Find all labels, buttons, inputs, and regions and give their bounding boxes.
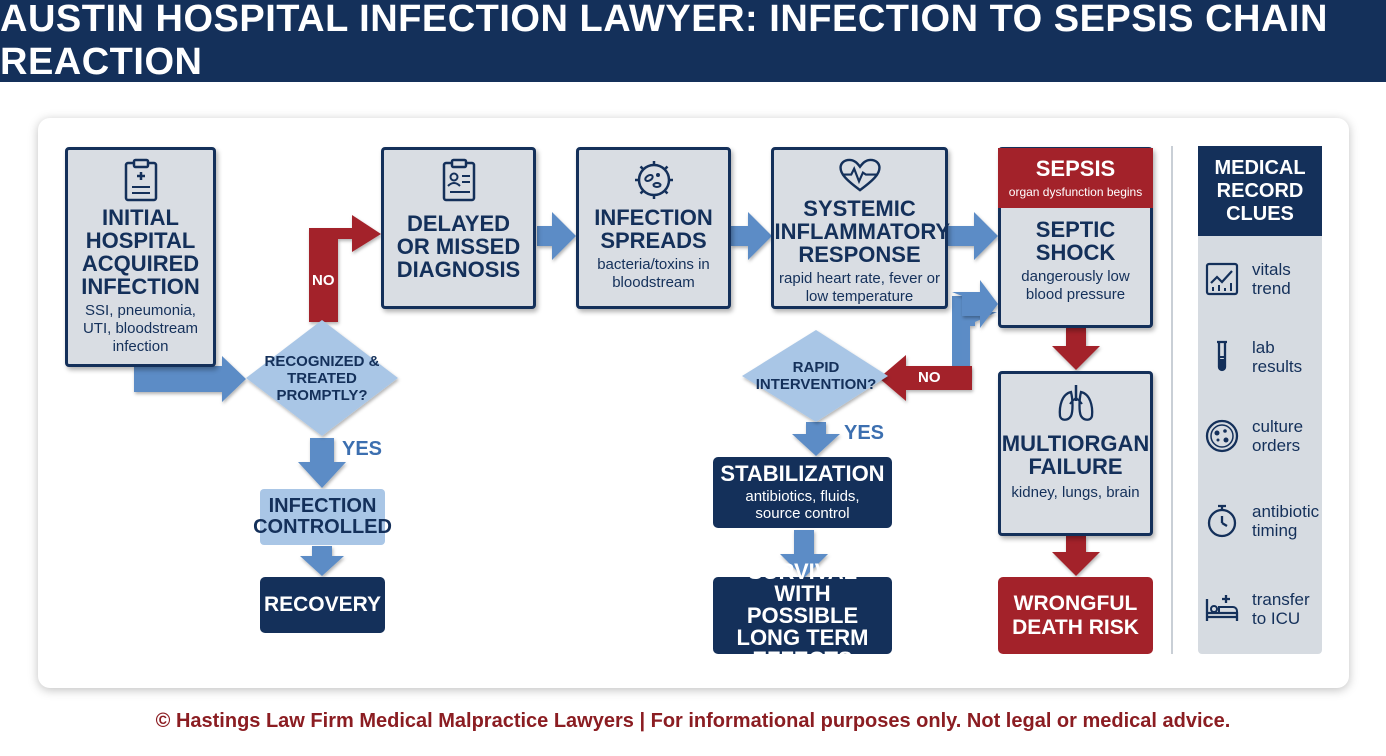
node-multiorgan-failure: MULTIORGAN FAILURE kidney, lungs, brain (998, 371, 1153, 536)
clue-culture-orders: culture orders (1204, 417, 1322, 455)
arrow-no-to-delayed (309, 215, 381, 322)
delayed-diagnosis-title: DELAYED OR MISSED DIAGNOSIS (396, 211, 521, 282)
decision-diamond-rapid (742, 330, 888, 422)
sirs-sub: rapid heart rate, fever or low temperatu… (779, 270, 940, 305)
arrow-stabilization-to-survival (780, 530, 828, 578)
clue-lab-results: lab results (1204, 338, 1322, 376)
medical-record-clues: MEDICAL RECORD CLUES vitals trend lab re… (1198, 146, 1322, 654)
arrow-initial-to-recognized (134, 356, 246, 402)
node-delayed-diagnosis: DELAYED OR MISSED DIAGNOSIS (381, 147, 536, 309)
arrow-sirs-to-sepsis (948, 212, 998, 260)
node-recovery: RECOVERY (260, 577, 385, 633)
heart-pulse-icon (838, 158, 881, 192)
arrow-shock-connector (952, 296, 962, 384)
infection-spreads-sub: bacteria/toxins in bloodstream (597, 256, 710, 291)
stabilization-sub: antibiotics, fluids, source control (745, 488, 860, 522)
arrow-no-to-rapid (879, 355, 972, 401)
node-infection-controlled: INFECTION CONTROLLED (253, 489, 392, 545)
sepsis-title: SEPSIS (1035, 156, 1116, 181)
septic-shock-sub: dangerously low blood pressure (1021, 268, 1130, 303)
multiorgan-sub: kidney, lungs, brain (1011, 484, 1140, 501)
sepsis-header: SEPSIS organ dysfunction begins (998, 148, 1153, 208)
arrow-shock-to-multiorgan (1052, 328, 1100, 370)
arrow-yes-to-stabilization (792, 422, 840, 456)
yes-label-rapid: YES (844, 422, 885, 444)
multiorgan-title: MULTIORGAN FAILURE (1001, 431, 1150, 479)
clue-antibiotic-label: antibiotic timing (1252, 502, 1320, 540)
recovery-title: RECOVERY (263, 593, 382, 616)
arrow-shock-to-rapid (955, 300, 997, 378)
node-systemic-inflammatory-response: SYSTEMIC INFLAMMATORY RESPONSE rapid hea… (771, 147, 951, 309)
clue-transfer-label: transfer to ICU (1252, 590, 1310, 628)
node-stabilization: STABILIZATION antibiotics, fluids, sourc… (713, 457, 892, 528)
footer-disclaimer: © Hastings Law Firm Medical Malpractice … (155, 710, 1231, 732)
node-infection-spreads: INFECTION SPREADS bacteria/toxins in blo… (576, 147, 731, 309)
stopwatch-icon (1207, 504, 1237, 538)
clipboard-patient-icon (442, 158, 475, 202)
bacteria-icon (634, 161, 673, 199)
arrow-delayed-to-spreads (537, 212, 576, 260)
arrow-controlled-to-recovery (300, 546, 344, 576)
septic-shock-title: SEPTIC SHOCK (1035, 217, 1116, 265)
no-label-recognized: NO (312, 272, 335, 289)
test-tube-icon (1217, 340, 1227, 372)
initial-infection-sub: SSI, pneumonia, UTI, bloodstream infecti… (82, 302, 199, 355)
clues-title: MEDICAL RECORD CLUES (1198, 146, 1322, 236)
clipboard-medical-icon (124, 158, 157, 202)
decision-rapid-label: RAPID INTERVENTION? (755, 359, 877, 393)
stabilization-title: STABILIZATION (720, 461, 885, 486)
arrow-shock-top-connector (952, 280, 998, 328)
hospital-bed-icon (1205, 595, 1239, 621)
arrow-multiorgan-to-death (1052, 536, 1100, 576)
clue-vitals-trend: vitals trend (1204, 260, 1322, 298)
page-title: AUSTIN HOSPITAL INFECTION LAWYER: INFECT… (0, 0, 1386, 83)
infection-spreads-title: INFECTION SPREADS (594, 205, 713, 253)
sirs-title: SYSTEMIC INFLAMMATORY RESPONSE (774, 196, 951, 267)
yes-label-recognized: YES (342, 438, 383, 460)
arrow-yes-to-controlled (298, 438, 346, 488)
survival-title: SURVIVAL WITH POSSIBLE LONG TERM EFFECTS (736, 558, 869, 672)
clue-lab-label: lab results (1252, 338, 1303, 376)
node-survival: SURVIVAL WITH POSSIBLE LONG TERM EFFECTS (713, 560, 892, 670)
sepsis-sub: organ dysfunction begins (1008, 185, 1143, 199)
sidebar-divider (1171, 146, 1173, 654)
clue-antibiotic-timing: antibiotic timing (1204, 502, 1322, 540)
decision-diamond-recognized (246, 320, 398, 436)
arrow-spreads-to-sirs (731, 212, 772, 260)
vitals-chart-icon (1205, 262, 1239, 296)
clue-transfer-icu: transfer to ICU (1204, 590, 1322, 628)
node-wrongful-death-risk: WRONGFUL DEATH RISK (998, 577, 1153, 654)
initial-infection-title: INITIAL HOSPITAL ACQUIRED INFECTION (81, 205, 200, 299)
no-label-rapid: NO (918, 369, 941, 386)
petri-dish-icon (1205, 419, 1239, 453)
clue-vitals-label: vitals trend (1252, 260, 1291, 298)
clue-culture-label: culture orders (1252, 417, 1304, 455)
decision-recognized-label: RECOGNIZED & TREATED PROMPTLY? (264, 352, 380, 404)
node-initial-infection: INITIAL HOSPITAL ACQUIRED INFECTION SSI,… (65, 147, 216, 367)
lungs-icon (1058, 385, 1093, 421)
